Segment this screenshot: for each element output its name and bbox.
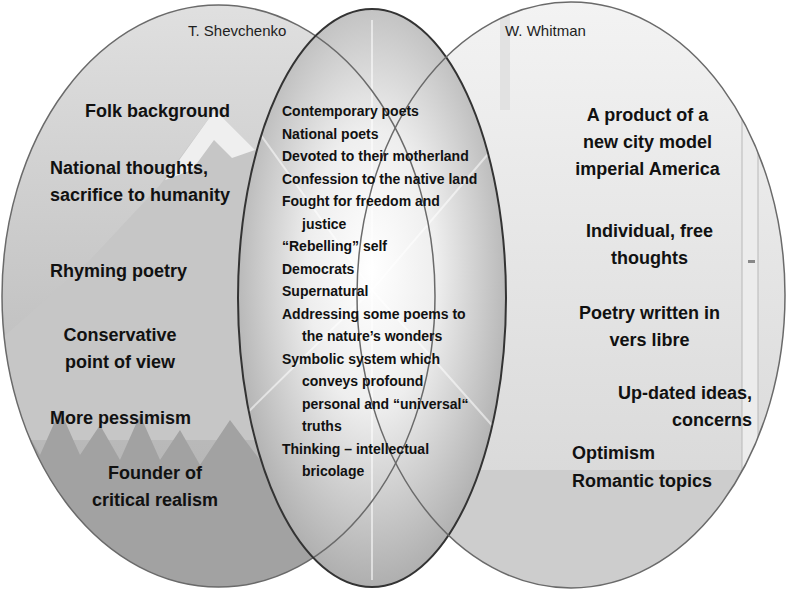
trait-text: A product of a new city model imperial A… xyxy=(570,102,725,183)
trait-text: Conservative point of view xyxy=(50,322,190,376)
trait-text: Folk background xyxy=(85,98,285,125)
shared-trait: Thinking – intellectual bricolage xyxy=(282,438,457,483)
text-slot: Addressing some poems to the nature’s wo… xyxy=(282,303,477,348)
venn-circle: W. Whitman A product of a new city model … xyxy=(355,0,787,590)
shared-trait: Confession to the native land xyxy=(282,168,497,191)
text-slot: Up-dated ideas, concerns xyxy=(572,380,752,434)
shared-trait: Democrats xyxy=(282,258,497,281)
birch-mark xyxy=(748,260,755,263)
shared-trait: National poets xyxy=(282,123,497,146)
shared-trait: Fought for freedom and justice xyxy=(282,190,457,235)
text-slot: Symbolic system which conveys profound p… xyxy=(282,348,477,438)
sky-ground xyxy=(0,0,437,590)
text-slot: Confession to the native land xyxy=(282,168,497,191)
shape-outline xyxy=(355,0,787,590)
trait-text: National thoughts, sacrifice to humanity xyxy=(50,155,250,209)
shape-outline xyxy=(237,8,507,588)
shared-trait: “Rebelling” self xyxy=(282,235,497,258)
text-slot: Individual, free thoughts xyxy=(572,218,727,272)
text-slot: Folk background xyxy=(85,98,285,125)
shape-outline xyxy=(0,3,437,589)
text-slot: National thoughts, sacrifice to humanity xyxy=(50,155,250,209)
text-slot: Thinking – intellectual bricolage xyxy=(282,438,457,483)
ellipse-border xyxy=(238,9,506,587)
text-slot: “Rebelling” self xyxy=(282,235,497,258)
shared-trait: Addressing some poems to the nature’s wo… xyxy=(282,303,477,348)
birch-trunk xyxy=(742,0,758,590)
shared-trait: Symbolic system which conveys profound p… xyxy=(282,348,477,438)
text-slot: Democrats xyxy=(282,258,497,281)
ellipse-border xyxy=(357,2,785,588)
ellipse-border xyxy=(2,5,435,587)
circle-heading: W. Whitman xyxy=(505,22,625,40)
mountain-scene xyxy=(0,0,437,590)
text-slot: Romantic topics xyxy=(572,468,752,495)
text-slot: Supernatural xyxy=(282,280,497,303)
venn-circle: T. ShevchenkoFolk backgroundNational tho… xyxy=(0,3,437,589)
text-slot: Poetry written in vers libre xyxy=(572,300,727,354)
text-slot: W. Whitman xyxy=(505,22,625,40)
text-slot: Rhyming poetry xyxy=(50,258,250,285)
text-slot: T. Shevchenko xyxy=(188,22,318,40)
trait-text: More pessimism xyxy=(50,405,250,432)
text-slot: Devoted to their motherland xyxy=(282,145,497,168)
trait-text: Rhyming poetry xyxy=(50,258,250,285)
trait-text: Up-dated ideas, concerns xyxy=(572,380,752,434)
light-rays xyxy=(240,20,505,580)
shared-trait: Contemporary poets xyxy=(282,100,497,123)
text-slot: National poets xyxy=(282,123,497,146)
text-slot: Optimism xyxy=(572,440,752,467)
trait-text: Optimism xyxy=(572,440,752,467)
text-slot: Fought for freedom and justice xyxy=(282,190,457,235)
text-slot: Conservative point of view xyxy=(50,322,190,376)
birch-mark xyxy=(744,120,752,123)
trait-text: Individual, free thoughts xyxy=(572,218,727,272)
trait-text: Founder of critical realism xyxy=(80,460,230,514)
shared-trait: Devoted to their motherland xyxy=(282,145,497,168)
trait-text: Romantic topics xyxy=(572,468,752,495)
birch-mark xyxy=(743,520,752,523)
shared-trait: Supernatural xyxy=(282,280,497,303)
circle-heading: T. Shevchenko xyxy=(188,22,318,40)
overlap-ellipse: Contemporary poetsNational poetsDevoted … xyxy=(237,8,507,588)
text-slot: Contemporary poets xyxy=(282,100,497,123)
text-slot: Founder of critical realism xyxy=(80,460,230,514)
text-slot: More pessimism xyxy=(50,405,250,432)
trait-text: Poetry written in vers libre xyxy=(572,300,727,354)
text-slot: A product of a new city model imperial A… xyxy=(570,102,725,183)
